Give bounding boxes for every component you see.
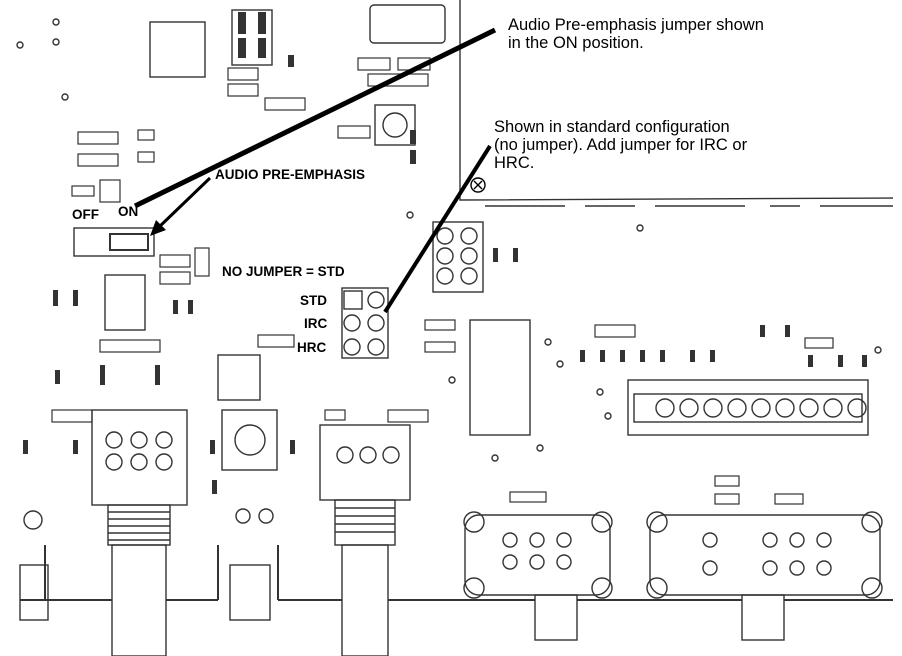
pre-emphasis-jumper-header xyxy=(73,227,155,257)
std-label: STD xyxy=(300,293,327,308)
on-arrow-line xyxy=(156,176,212,230)
standard-config-callout: Shown in standard configuration (no jump… xyxy=(494,118,748,172)
std-config-leader-line xyxy=(383,144,492,314)
ic-u3 xyxy=(217,354,261,401)
potentiometer xyxy=(221,409,278,471)
on-label: ON xyxy=(118,204,138,219)
irc-label: IRC xyxy=(304,316,328,331)
pre-emphasis-leader-line xyxy=(133,27,497,209)
callout-panel-border xyxy=(459,0,894,201)
hrc-label: HRC xyxy=(297,340,326,355)
no-jumper-std-label: NO JUMPER = STD xyxy=(222,264,345,279)
connector-block-left xyxy=(91,409,188,506)
ic-u1 xyxy=(149,21,206,78)
audio-pre-emphasis-label: AUDIO PRE-EMPHASIS xyxy=(215,167,365,182)
std-irc-hrc-header xyxy=(341,287,389,359)
ic-u2 xyxy=(104,274,146,331)
terminal-strip xyxy=(627,379,869,436)
on-arrow-head xyxy=(150,220,166,236)
off-label: OFF xyxy=(72,207,99,222)
registration-mark-icon xyxy=(470,177,486,193)
connector-block-right-b xyxy=(649,514,881,596)
ic-u4 xyxy=(469,319,531,436)
pre-emphasis-callout: Audio Pre-emphasis jumper shown in the O… xyxy=(508,16,764,52)
